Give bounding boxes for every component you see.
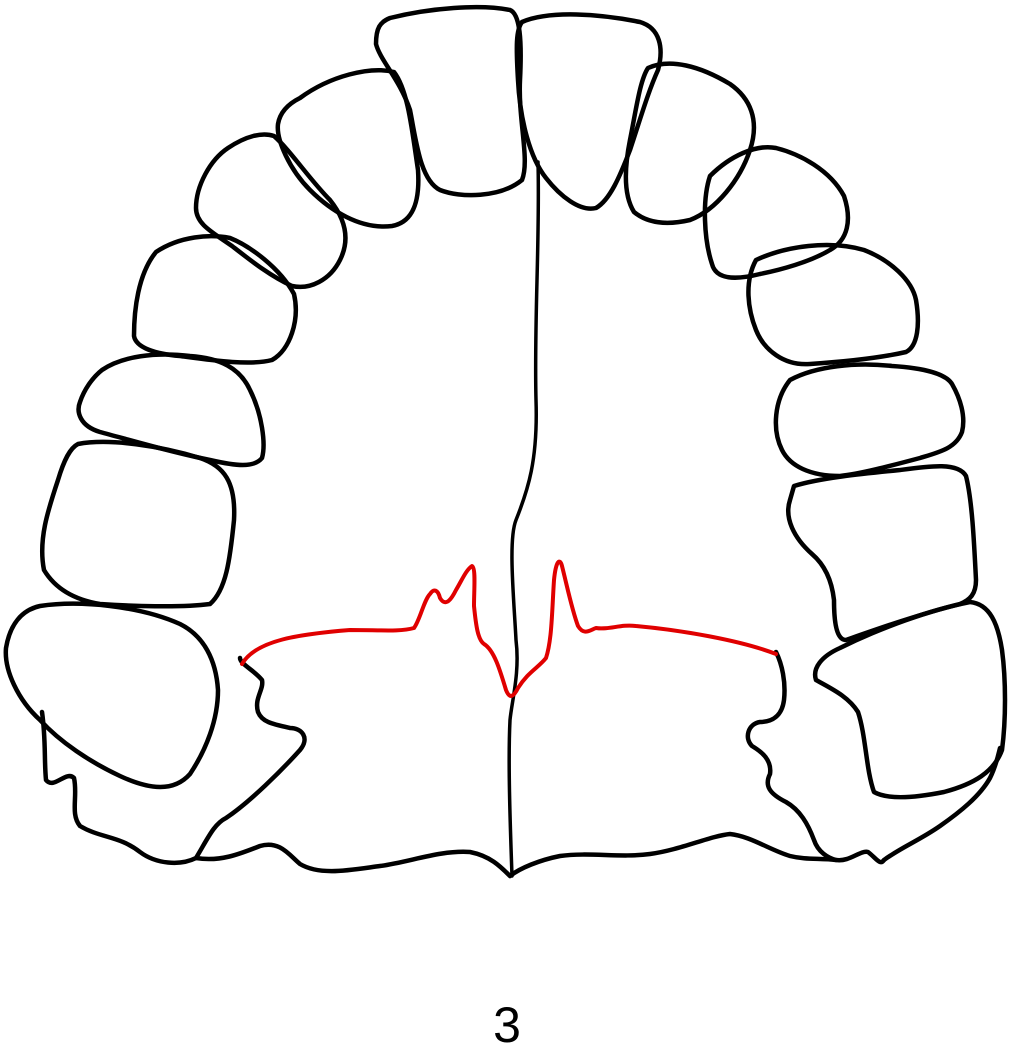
palate-outline-right <box>881 745 1003 863</box>
tooth-left-first-premolar <box>131 234 298 365</box>
palate-posterior-border <box>193 831 887 879</box>
tooth-right-second-molar <box>812 599 1008 800</box>
tooth-right-second-premolar <box>773 362 966 479</box>
midpalatal-suture <box>507 160 541 878</box>
figure-number-label: 3 <box>493 997 521 1053</box>
tooth-right-first-premolar <box>746 242 921 367</box>
tooth-right-canine <box>702 145 851 280</box>
tooth-right-central-incisor <box>514 12 663 211</box>
tooth-left-second-premolar <box>76 352 266 468</box>
tooth-left-central-incisor <box>373 4 528 198</box>
palate-outline <box>39 655 307 866</box>
tooth-right-lateral-incisor <box>623 61 757 225</box>
palatal-rugae-marker-line <box>240 559 778 698</box>
tooth-right-first-molar <box>786 463 979 643</box>
tooth-left-second-molar <box>3 601 221 790</box>
palate-right-inner <box>745 649 839 863</box>
tooth-left-lateral-incisor <box>275 68 421 229</box>
tooth-left-first-molar <box>39 439 237 609</box>
tooth-left-canine <box>193 132 348 290</box>
